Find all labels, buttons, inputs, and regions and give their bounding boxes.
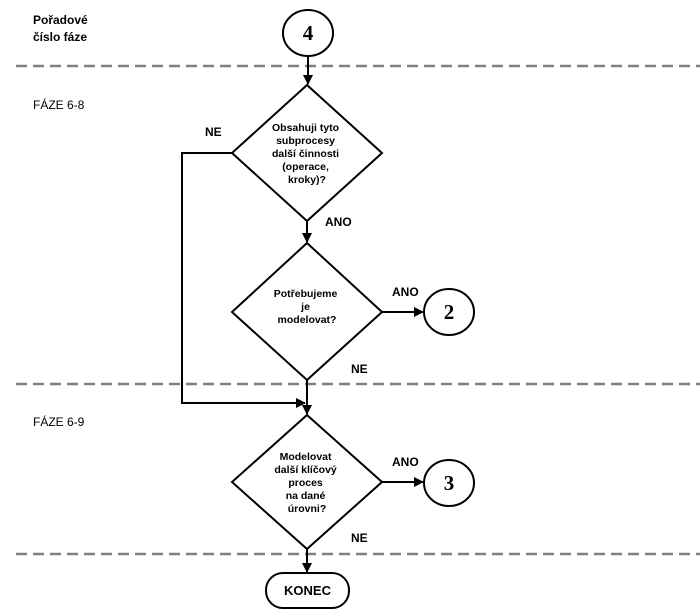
phase-label-6-8: FÁZE 6-8 [33, 97, 85, 112]
decision-2: Potřebujeme je modelovat? [230, 241, 384, 382]
d3-no-label: NE [351, 531, 368, 545]
decision-2-text: Potřebujeme je modelovat? [274, 288, 341, 326]
d1-no-label: NE [205, 125, 222, 139]
phase-label-6-9: FÁZE 6-9 [33, 414, 85, 429]
decision-3: Modelovat další klíčový proces na dané ú… [230, 413, 384, 551]
decision-1: Obsahuji tyto subprocesy další činnosti … [230, 83, 384, 223]
d3-yes-label: ANO [392, 455, 419, 469]
decision-3-text: Modelovat další klíčový proces na dané ú… [274, 451, 339, 515]
end-terminal-label: KONEC [284, 583, 332, 598]
connector-3-label: 3 [444, 471, 455, 495]
order-label-line2: číslo fáze [33, 30, 87, 44]
d2-yes-label: ANO [392, 285, 419, 299]
d2-no-label: NE [351, 362, 368, 376]
order-label-line1: Pořadové [33, 13, 88, 27]
connector-2-label: 2 [444, 300, 455, 324]
connector-2: 2 [423, 288, 475, 336]
decision-1-text: Obsahuji tyto subprocesy další činnosti … [272, 122, 342, 186]
connector-3: 3 [423, 459, 475, 507]
connector-start: 4 [282, 9, 334, 57]
connector-start-label: 4 [303, 21, 314, 45]
arrow-d1-no-bypass [181, 152, 306, 408]
d1-yes-label: ANO [325, 215, 352, 229]
end-terminal: KONEC [265, 572, 350, 609]
